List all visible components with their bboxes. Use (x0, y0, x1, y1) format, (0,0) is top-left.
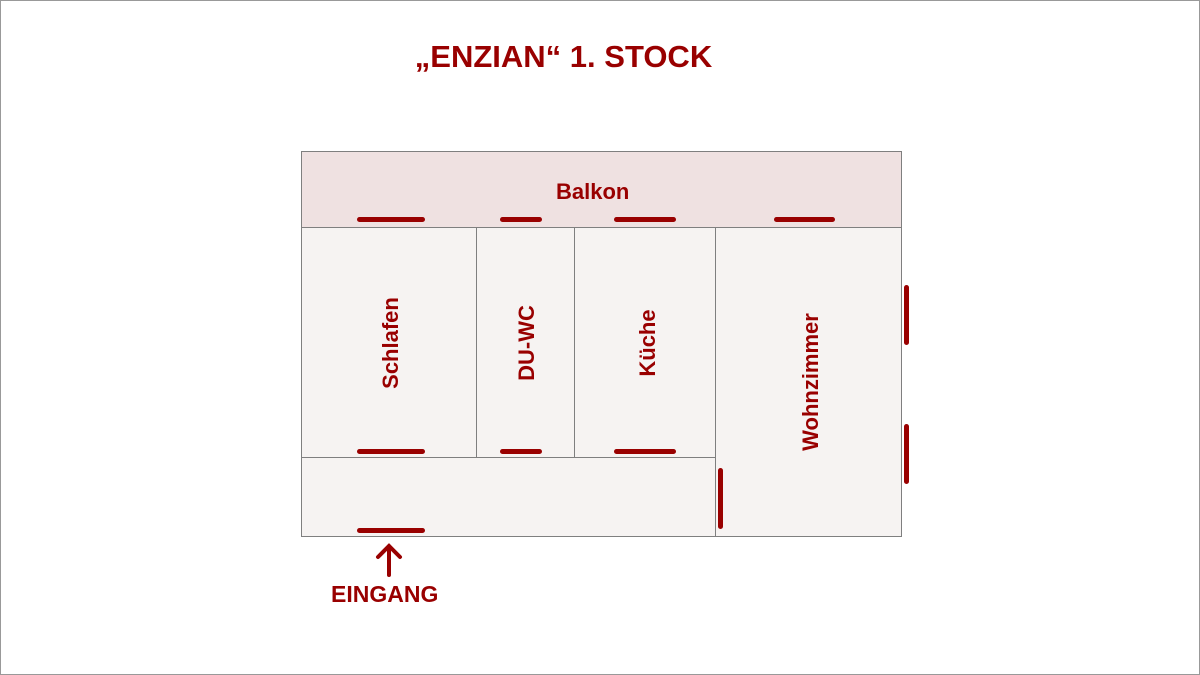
label-duwc: DU-WC (514, 305, 539, 381)
window (904, 424, 909, 484)
label-wohnzimmer: Wohnzimmer (798, 313, 823, 451)
room-flur (301, 457, 716, 537)
arrow-up-icon (376, 543, 402, 577)
door (357, 449, 425, 454)
label-kueche: Küche (635, 309, 660, 377)
room-balkon (301, 151, 902, 228)
room-kueche (574, 227, 716, 458)
label-schlafen: Schlafen (378, 297, 403, 389)
door (614, 449, 676, 454)
door (774, 217, 835, 222)
window (904, 285, 909, 345)
door (718, 468, 723, 529)
entrance-label: EINGANG (331, 581, 439, 607)
door (614, 217, 676, 222)
label-balkon: Balkon (556, 179, 630, 204)
room-wohnzimmer (715, 227, 902, 537)
door (500, 217, 542, 222)
door (500, 449, 542, 454)
page-title: „ENZIAN“ 1. STOCK (414, 39, 713, 74)
entrance-door (357, 528, 425, 533)
door (357, 217, 425, 222)
room-schlafen (301, 227, 477, 458)
